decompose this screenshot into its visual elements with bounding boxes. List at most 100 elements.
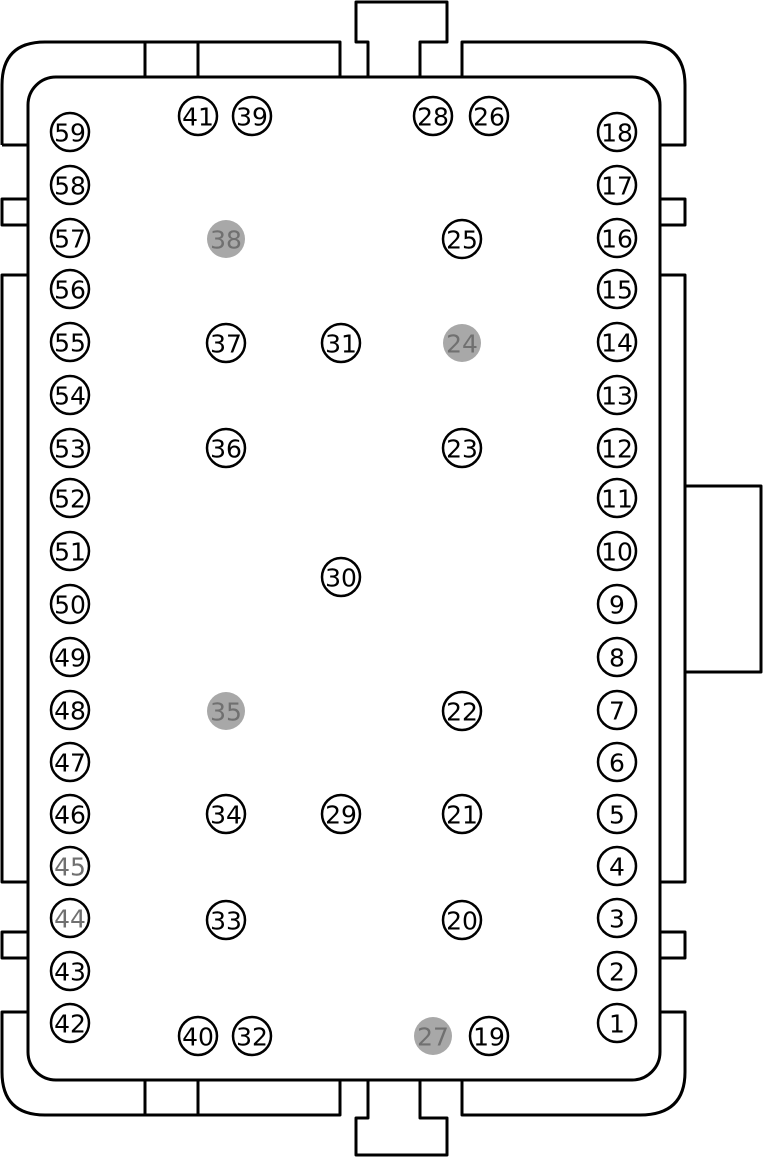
pin-46: 46 [49,793,91,835]
pin-29-circle [320,793,362,835]
pin-layer: 1234567891011121314151617181920212223242… [49,95,638,1057]
pin-36-circle [205,427,247,469]
pin-37-circle [205,322,247,364]
bottom-latch [354,1080,449,1157]
pin-26: 26 [468,95,510,137]
pin-40: 40 [177,1015,219,1057]
pin-49-label: 49 [54,644,86,673]
shell-top-right [460,40,687,147]
pin-5: 5 [596,793,638,835]
pin-40-label: 40 [182,1023,214,1052]
pin-24-label: 24 [446,330,478,359]
shell-bottom-left [0,1010,342,1117]
pin-1: 1 [596,1002,638,1044]
pin-57: 57 [49,217,91,259]
left-rail [0,273,28,884]
pin-51: 51 [49,530,91,572]
pin-55-label: 55 [54,329,86,358]
pin-46-label: 46 [54,801,86,830]
pin-12-label: 12 [601,435,633,464]
pin-3-label: 3 [609,905,625,934]
pin-26-label: 26 [473,103,505,132]
pin-53-circle [49,427,91,469]
pin-8: 8 [596,636,638,678]
pin-31-label: 31 [325,330,357,359]
pin-13-circle [596,374,638,416]
pin-10: 10 [596,530,638,572]
pin-8-label: 8 [609,644,625,673]
pin-11-circle [596,477,638,519]
pin-54: 54 [49,374,91,416]
pin-35: 35 [207,692,245,730]
pin-48-circle [49,689,91,731]
pin-40-circle [177,1015,219,1057]
pin-38: 38 [207,220,245,258]
pin-27-circle [414,1017,452,1055]
pin-16-circle [596,217,638,259]
pin-15-label: 15 [601,276,633,305]
pin-15: 15 [596,268,638,310]
pin-59-label: 59 [54,119,86,148]
pin-42: 42 [49,1002,91,1044]
pin-20-label: 20 [446,907,478,936]
pin-38-label: 38 [210,226,242,255]
pin-19-label: 19 [473,1023,505,1052]
pin-34-label: 34 [210,801,242,830]
pin-56-circle [49,268,91,310]
pin-6-circle [596,741,638,783]
shell-top-left [0,40,342,145]
shell-bottom-right [460,1010,687,1117]
pin-18-label: 18 [601,119,633,148]
pin-24: 24 [443,324,481,362]
pin-58: 58 [49,164,91,206]
pin-2: 2 [596,950,638,992]
pin-3: 3 [596,897,638,939]
left-clip-upper [0,197,28,227]
pin-47: 47 [49,741,91,783]
pin-14-label: 14 [601,329,633,358]
pin-57-label: 57 [54,225,86,254]
pin-53: 53 [49,427,91,469]
pin-14-circle [596,321,638,363]
pin-33-label: 33 [210,907,242,936]
inner-body [26,75,662,1082]
pin-47-circle [49,741,91,783]
pin-14: 14 [596,321,638,363]
pin-2-circle [596,950,638,992]
pin-48: 48 [49,689,91,731]
pin-19: 19 [468,1015,510,1057]
pin-34: 34 [205,793,247,835]
pin-50-label: 50 [54,591,86,620]
pin-7-label: 7 [609,697,625,726]
pin-44: 44 [49,897,91,939]
pin-32-circle [231,1015,273,1057]
pin-16: 16 [596,217,638,259]
pin-25: 25 [441,218,483,260]
top-latch [354,0,449,77]
pin-38-circle [207,220,245,258]
pin-46-circle [49,793,91,835]
pin-21-label: 21 [446,801,478,830]
pin-30-label: 30 [325,564,357,593]
pin-13-label: 13 [601,382,633,411]
pin-25-circle [441,218,483,260]
pin-24-circle [443,324,481,362]
pin-17: 17 [596,164,638,206]
pin-5-circle [596,793,638,835]
pin-35-label: 35 [210,698,242,727]
pin-54-circle [49,374,91,416]
pin-51-label: 51 [54,538,86,567]
right-clip-lower [660,930,687,960]
pin-6-label: 6 [609,749,625,778]
right-rail [660,273,687,884]
pin-23-circle [441,427,483,469]
pin-29-label: 29 [325,801,357,830]
pin-1-circle [596,1002,638,1044]
pin-44-label: 44 [54,905,86,934]
pin-33: 33 [205,899,247,941]
pin-34-circle [205,793,247,835]
pin-29: 29 [320,793,362,835]
pin-4-label: 4 [609,853,625,882]
pin-50: 50 [49,583,91,625]
right-key [683,484,763,674]
